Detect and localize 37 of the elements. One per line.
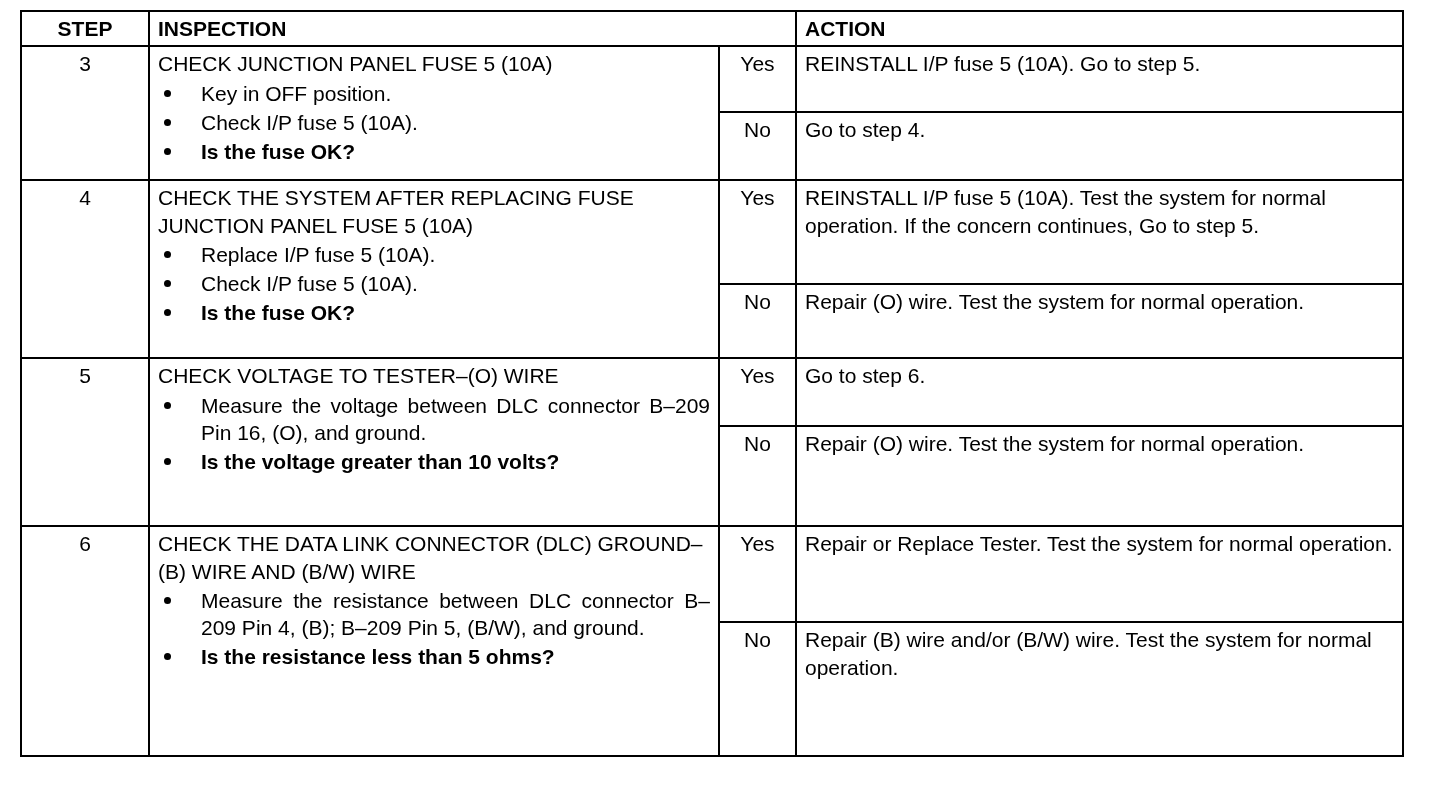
question-text: Is the fuse OK? — [201, 300, 356, 327]
step-number: 3 — [79, 52, 91, 76]
answer-label: Yes — [740, 186, 775, 210]
step-heading: CHECK THE DATA LINK CONNECTOR (DLC) GROUND–(B) WIRE AND (B/W) WIRE — [158, 531, 704, 585]
answer-label: Yes — [740, 52, 775, 76]
column-header: INSPECTION — [158, 17, 287, 40]
answer-label: No — [744, 432, 771, 456]
action-text: REINSTALL I/P fuse 5 (10A). Go to step 5. — [805, 52, 1201, 76]
instruction-text: Key in OFF position. — [201, 80, 392, 107]
answer-label: Yes — [740, 364, 775, 388]
action-text: Repair (B) wire and/or (B/W) wire. Test the system for normal operation. — [805, 628, 1372, 679]
instruction-text: Measure the resistance between DLC connector B–209 Pin 4, (B); B–209 Pin 5, (B/W), and ground. — [201, 587, 710, 642]
action-text: Repair (O) wire. Test the system for normal operation. — [805, 290, 1305, 314]
step-heading: CHECK VOLTAGE TO TESTER–(O) WIRE — [158, 363, 560, 390]
action-text: Repair or Replace Tester. Test the system for normal operation. — [805, 532, 1393, 556]
question-text: Is the voltage greater than 10 volts? — [201, 449, 560, 476]
instruction-text: Replace I/P fuse 5 (10A). — [201, 241, 436, 268]
action-text: REINSTALL I/P fuse 5 (10A). Test the system for normal operation. If the concern continues, Go to step 5. — [805, 186, 1326, 237]
answer-label: No — [744, 118, 771, 142]
instruction-text: Check I/P fuse 5 (10A). — [201, 271, 418, 298]
column-header: ACTION — [805, 17, 886, 40]
question-text: Is the resistance less than 5 ohms? — [201, 644, 555, 671]
column-header: STEP — [57, 17, 113, 40]
step-number: 6 — [79, 532, 91, 556]
step-heading: CHECK JUNCTION PANEL FUSE 5 (10A) — [158, 51, 554, 78]
action-text: Repair (O) wire. Test the system for normal operation. — [805, 432, 1305, 456]
step-heading: CHECK THE SYSTEM AFTER REPLACING FUSE JUNCTION PANEL FUSE 5 (10A) — [158, 185, 635, 239]
step-number: 5 — [79, 364, 91, 388]
question-text: Is the fuse OK? — [201, 139, 356, 166]
action-text: Go to step 4. — [805, 118, 926, 142]
step-number: 4 — [79, 186, 91, 210]
answer-label: No — [744, 628, 771, 652]
answer-label: Yes — [740, 532, 775, 556]
answer-label: No — [744, 290, 771, 314]
instruction-text: Measure the voltage between DLC connector B–209 Pin 16, (O), and ground. — [201, 392, 710, 446]
instruction-text: Check I/P fuse 5 (10A). — [201, 109, 418, 136]
action-text: Go to step 6. — [805, 364, 926, 388]
